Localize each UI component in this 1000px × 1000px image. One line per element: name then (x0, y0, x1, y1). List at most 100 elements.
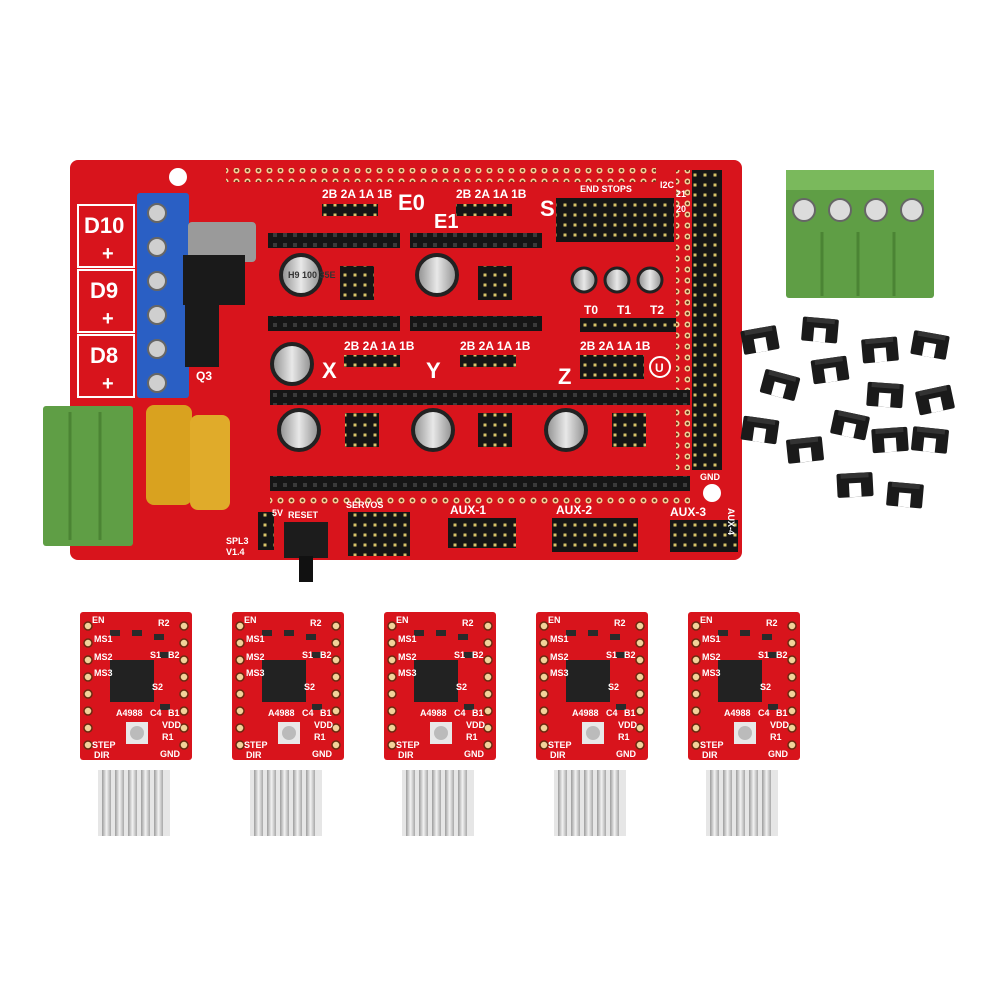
header-x-motor (344, 355, 400, 367)
right-header-column-outer (676, 170, 690, 470)
jumpers-e1 (478, 266, 512, 300)
header-e0-motor (322, 204, 378, 216)
heatsink (250, 770, 322, 836)
driver-silk-label: A4988 (420, 708, 447, 718)
fuse-1 (146, 405, 192, 505)
jumper-cap (836, 472, 874, 498)
driver-silk-label: B1 (168, 708, 180, 718)
jumper-cap (871, 426, 909, 454)
driver-silk-label: B1 (320, 708, 332, 718)
driver-silk-label: MS3 (398, 668, 417, 678)
header-servos (348, 512, 410, 556)
terminal-top (786, 170, 934, 190)
driver-silk-label: S1 (606, 650, 617, 660)
label-21: 21 (676, 189, 686, 199)
driver-silk-label: R1 (314, 732, 326, 742)
driver-silk-label: MS2 (550, 652, 569, 662)
mounting-hole (169, 168, 187, 186)
label-d8: D8 (90, 343, 118, 368)
label-z-pins: 2B 2A 1A 1B (580, 339, 651, 353)
driver-silk-label: EN (548, 615, 561, 625)
heatsink (554, 770, 626, 836)
jumper-cap (915, 384, 955, 416)
driver-silk-label: MS1 (702, 634, 721, 644)
label-reset: RESET (288, 510, 319, 520)
driver-silk-label: R2 (462, 618, 474, 628)
label-aux4: AUX-4 (726, 508, 736, 535)
jumpers-z (612, 413, 646, 447)
mosfet-tab (188, 222, 256, 262)
socket-e1-top (410, 233, 542, 248)
driver-silk-label: MS1 (94, 634, 113, 644)
label-5v: 5V (272, 508, 283, 518)
header-thermistors (580, 318, 676, 332)
socket-xyz-top (270, 390, 690, 405)
silk-box-d9 (77, 269, 135, 333)
driver-silk-label: DIR (398, 750, 414, 760)
socket-e0-top (268, 233, 400, 248)
driver-silk-label: B2 (168, 650, 180, 660)
driver-chip (566, 660, 610, 702)
driver-silk-label: MS2 (702, 652, 721, 662)
jumper-cap (740, 325, 780, 355)
driver-silk-label: MS2 (398, 652, 417, 662)
driver-silk-label: R1 (618, 732, 630, 742)
label-e1-pins: 2B 2A 1A 1B (456, 187, 527, 201)
label-x: X (322, 358, 337, 383)
mosfet-body (183, 255, 245, 305)
label-y: Y (426, 358, 441, 383)
driver-silk-label: S2 (760, 682, 771, 692)
heatsink (706, 770, 778, 836)
label-s: S (540, 196, 555, 221)
terminal-screws (792, 198, 924, 222)
terminal-screws (147, 203, 167, 393)
driver-silk-label: EN (700, 615, 713, 625)
driver-silk-label: A4988 (724, 708, 751, 718)
header-aux3 (670, 520, 738, 552)
jumpers-y (478, 413, 512, 447)
silk-box-d10 (77, 204, 135, 268)
driver-silk-label: R2 (614, 618, 626, 628)
label-i2c: I2C (660, 180, 675, 190)
driver-silk-label: S1 (454, 650, 465, 660)
jumper-cap (801, 316, 839, 344)
driver-chip (718, 660, 762, 702)
driver-silk-label: VDD (466, 720, 486, 730)
driver-chip (110, 660, 154, 702)
silk-circle-u (649, 356, 671, 378)
driver-silk-label: R2 (158, 618, 170, 628)
driver-silk-label: R1 (162, 732, 174, 742)
label-d10: D10 (84, 213, 124, 238)
driver-silk-label: MS2 (94, 652, 113, 662)
driver-silk-label: S2 (152, 682, 163, 692)
driver-silk-label: VDD (314, 720, 334, 730)
driver-silk-label: MS3 (550, 668, 569, 678)
label-d9: D9 (90, 278, 118, 303)
jumper-cap (740, 415, 780, 445)
label-t2: T2 (650, 303, 664, 317)
driver-silk-label: STEP (92, 740, 116, 750)
right-header-column (692, 170, 722, 470)
driver-silk-label: B2 (472, 650, 484, 660)
driver-silk-label: A4988 (116, 708, 143, 718)
label-e0: E0 (398, 190, 425, 215)
driver-silk-label: EN (396, 615, 409, 625)
driver-silk-label: GND (616, 749, 637, 759)
jumper-cap (861, 336, 899, 364)
label-circle-u: U (655, 361, 664, 375)
jumper-cap (830, 409, 870, 441)
label-t0: T0 (584, 303, 598, 317)
label-gnd: GND (700, 472, 721, 482)
reset-button (284, 522, 328, 558)
jumpers-x (345, 413, 379, 447)
driver-silk-label: MS3 (246, 668, 265, 678)
label-spl3: SPL3 (226, 536, 249, 546)
driver-silk-label: EN (244, 615, 257, 625)
screw-terminal-4pin (786, 170, 934, 298)
silk-box-d8 (77, 334, 135, 398)
driver-chip (414, 660, 458, 702)
